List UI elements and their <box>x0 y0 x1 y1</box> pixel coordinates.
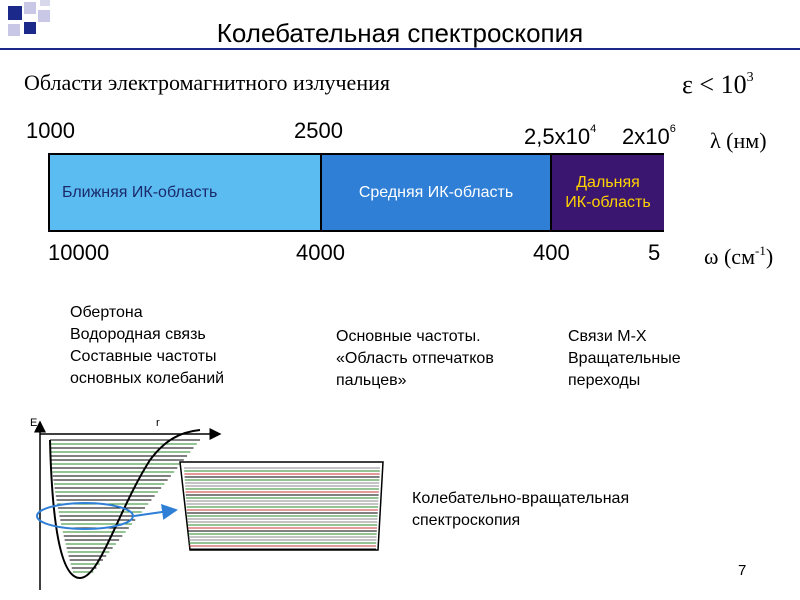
spectrum-bar: Ближняя ИК-область Средняя ИК-область Да… <box>48 153 664 232</box>
decor-rule <box>0 48 800 50</box>
wavenumber-unit: ω (см-1) <box>704 243 774 269</box>
zoom-arrow <box>133 504 178 520</box>
region-near-ir: Ближняя ИК-область <box>50 155 320 230</box>
desc-mid-ir: Основные частоты. «Область отпечатков па… <box>336 328 494 389</box>
axis-r-label: r <box>156 417 160 429</box>
wavenumber-4000: 4000 <box>296 240 345 265</box>
decor-square <box>38 10 50 22</box>
desc-far-ir: Связи М-Х Вращательные переходы <box>568 328 681 389</box>
region-far-ir: Дальняя ИК-область <box>550 155 664 230</box>
wavelength-25x10-4: 2,5x104 <box>524 123 597 149</box>
diagram-caption: Колебательно-вращательная спектроскопия <box>412 490 630 529</box>
potential-curve <box>49 429 201 580</box>
decor-square <box>8 24 20 36</box>
decor-square <box>40 0 50 6</box>
region-mid-ir: Средняя ИК-область <box>320 155 550 230</box>
wavenumber-400: 400 <box>533 240 570 265</box>
potential-well-diagram: E r <box>30 417 384 590</box>
subtitle: Области электромагнитного излучения <box>24 70 390 95</box>
decor-square <box>24 22 36 34</box>
slide-title: Колебательная спектроскопия <box>216 18 584 48</box>
decor-square <box>24 2 36 14</box>
wavelength-2x10-6: 2x106 <box>622 123 676 149</box>
wavenumber-10000: 10000 <box>48 240 110 265</box>
page-number: 7 <box>738 562 747 579</box>
wavenumber-5: 5 <box>648 240 661 265</box>
wavelength-unit: λ (нм) <box>710 128 767 153</box>
wavelength-2500: 2500 <box>294 118 343 143</box>
desc-near-ir: Обертона Водородная связь Составные част… <box>70 304 225 387</box>
zoom-box <box>179 461 384 551</box>
axis-e-label: E <box>30 417 37 429</box>
epsilon-label: ε < 103 <box>682 70 754 99</box>
highlight-ellipse <box>36 502 134 530</box>
decor-square <box>8 6 22 20</box>
wavelength-1000: 1000 <box>26 118 75 143</box>
